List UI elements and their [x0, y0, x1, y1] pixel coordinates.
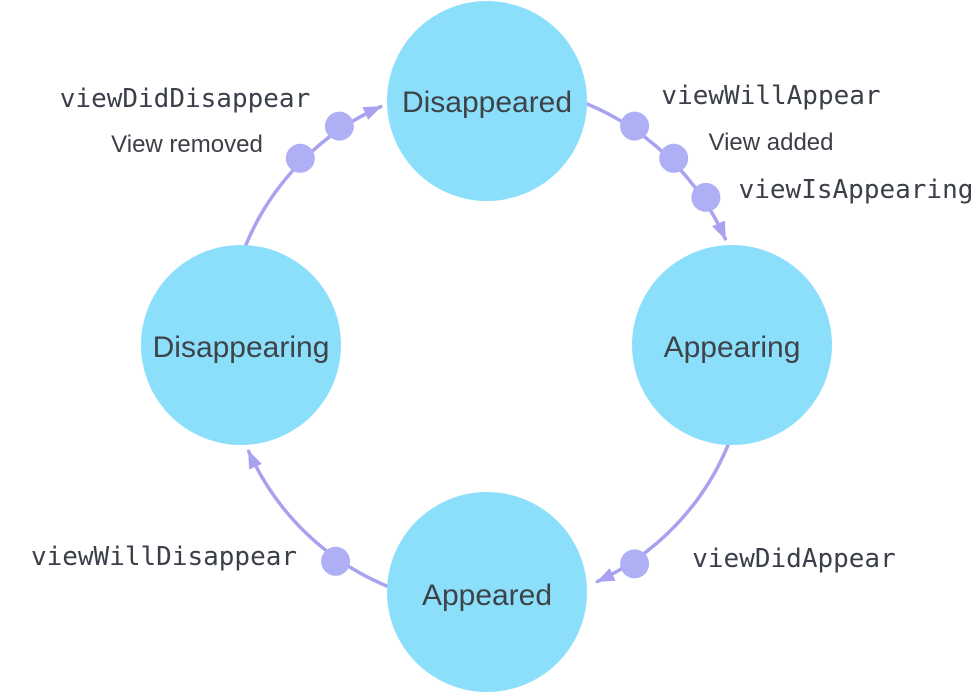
- state-nodes: Disappeared Appearing Appeared Disappear…: [141, 1, 832, 692]
- arc-disappearing-to-disappeared: [244, 104, 383, 247]
- state-label-appearing: Appearing: [664, 331, 801, 364]
- state-node-disappeared: [387, 1, 587, 201]
- label-view-added: View added: [709, 129, 834, 156]
- arc-appearing-to-appeared: [595, 443, 730, 584]
- transition-dot: [691, 182, 721, 212]
- label-view-is-appearing: viewIsAppearing: [739, 175, 974, 205]
- arc-disappeared-to-appearing: [585, 102, 728, 241]
- state-label-disappeared: Disappeared: [402, 86, 572, 119]
- transition-labels: viewWillAppear View added viewIsAppearin…: [31, 81, 973, 574]
- state-label-appeared: Appeared: [422, 579, 552, 612]
- transition-dots: [285, 111, 721, 579]
- transition-dot: [659, 143, 689, 173]
- transition-dot: [285, 143, 315, 173]
- transition-dot: [620, 111, 650, 141]
- state-node-disappearing: [141, 245, 341, 445]
- state-node-appeared: [387, 492, 587, 692]
- state-label-disappearing: Disappearing: [153, 331, 330, 364]
- label-view-did-disappear: viewDidDisappear: [60, 84, 310, 114]
- label-view-removed: View removed: [111, 131, 263, 158]
- state-node-appearing: [632, 245, 832, 445]
- arc-appeared-to-disappearing: [246, 449, 389, 588]
- transition-dot: [324, 111, 354, 141]
- label-view-did-appear: viewDidAppear: [692, 544, 896, 574]
- label-view-will-appear: viewWillAppear: [661, 81, 880, 111]
- transition-dot: [321, 546, 351, 576]
- transition-dot: [620, 549, 650, 579]
- label-view-will-disappear: viewWillDisappear: [31, 542, 297, 572]
